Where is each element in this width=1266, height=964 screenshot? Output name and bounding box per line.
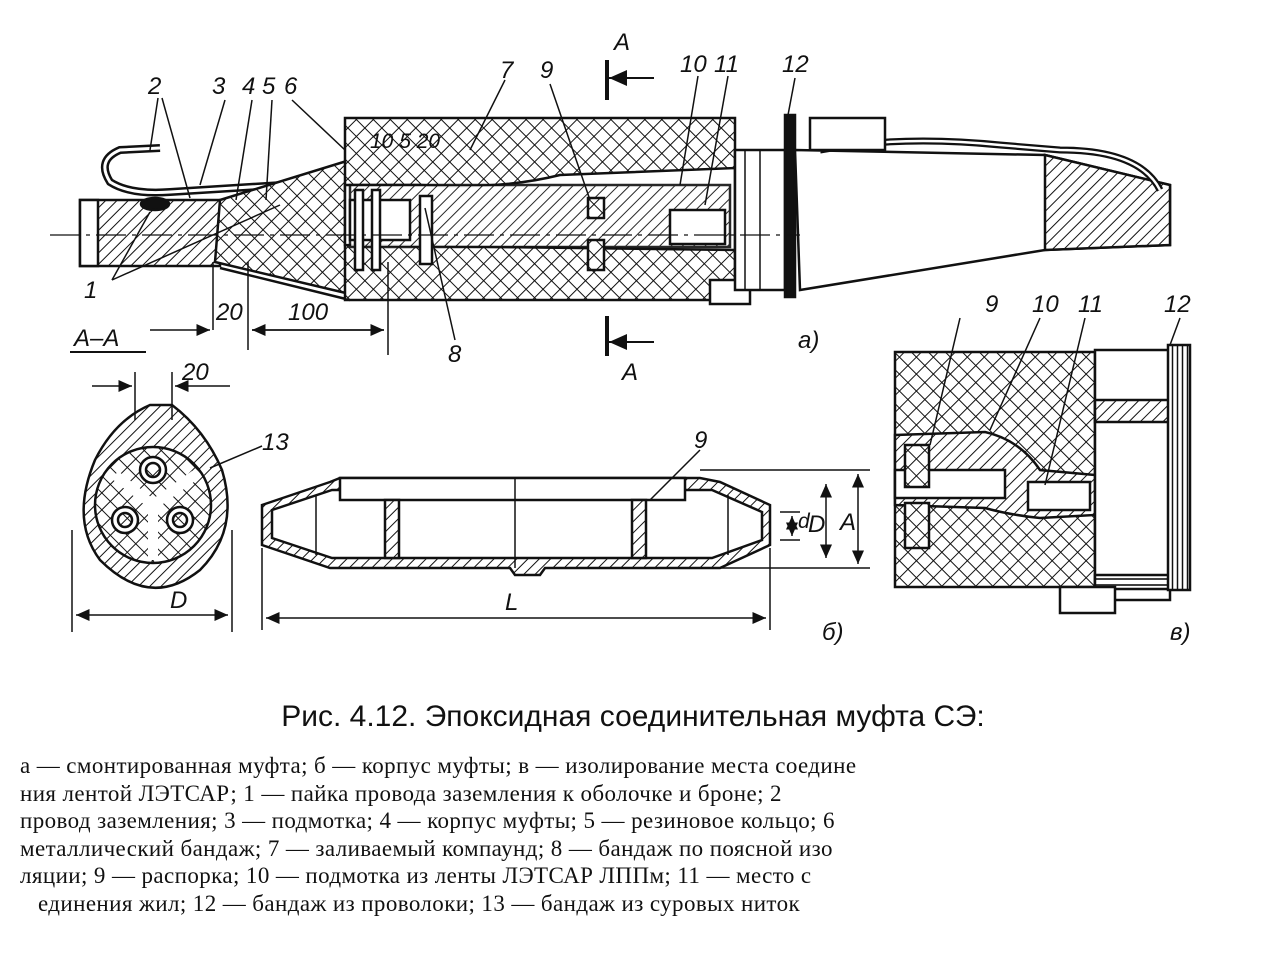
spacer <box>586 196 606 220</box>
spacer <box>903 501 931 550</box>
callout-8: 8 <box>448 341 462 368</box>
callout-7: 7 <box>500 57 515 84</box>
panel-label-a: а) <box>798 327 819 354</box>
wire-bandage <box>783 113 797 299</box>
callout-2: 2 <box>147 73 161 100</box>
view-a-assembled-coupling <box>50 60 1172 356</box>
view-b-coupling-body <box>260 449 870 630</box>
callout-9: 9 <box>540 57 553 84</box>
view-a-labels: 2 3 4 5 6 7 9 10 11 12 1 8 10 5 20 А А 2… <box>72 29 819 386</box>
detail-callout-9: 9 <box>985 291 998 318</box>
section-dim-diameter: D <box>170 587 187 614</box>
spacer <box>630 498 648 560</box>
dim-20-a: 20 <box>215 299 243 326</box>
cone-housing-left <box>213 158 352 296</box>
legend-line: единения жил; 12 — бандаж из проволоки; … <box>38 890 801 916</box>
legend-line: ния лентой ЛЭТСАР; 1 — пайка провода заз… <box>20 780 782 806</box>
dim-L: L <box>505 589 518 616</box>
panel-label-v: в) <box>1170 619 1191 646</box>
dim-100: 100 <box>288 299 329 326</box>
dim-d: d <box>798 510 811 533</box>
spacer <box>903 443 931 489</box>
callout-5: 5 <box>262 73 276 100</box>
detail-callout-11: 11 <box>1078 291 1103 318</box>
inner-dims-label: 10 5 20 <box>370 130 440 153</box>
section-label: А–А <box>72 325 119 352</box>
callout-12: 12 <box>782 51 809 78</box>
callout-4: 4 <box>242 73 255 100</box>
legend-line: металлический бандаж; 7 — заливаемый ком… <box>20 835 833 861</box>
legend-line: провод заземления; 3 — подмотка; 4 — кор… <box>20 808 835 833</box>
dim-A: A <box>838 509 856 536</box>
figure-caption: Рис. 4.12. Эпоксидная соединительная муф… <box>281 700 985 733</box>
detail-callout-10: 10 <box>1032 291 1059 318</box>
coupling-drawing: 2 3 4 5 6 7 9 10 11 12 1 8 10 5 20 А А 2… <box>50 29 1192 646</box>
dim-D-body: D <box>808 511 825 538</box>
figure-legend: а — смонтированная муфта; б — корпус муф… <box>20 752 1210 917</box>
legend-line: а — смонтированная муфта; б — корпус муф… <box>20 753 857 778</box>
spacer <box>383 498 401 560</box>
section-letter-top: А <box>612 29 630 56</box>
callout-6: 6 <box>284 73 298 100</box>
callout-10: 10 <box>680 51 707 78</box>
spacer <box>586 238 606 272</box>
view-v-insulation-detail <box>893 317 1192 615</box>
callout-1: 1 <box>84 277 97 304</box>
section-letter-bottom: А <box>620 359 638 386</box>
section-a-a <box>71 372 263 632</box>
legend-line: ляции; 9 — распорка; 10 — подмотка из ле… <box>20 863 812 888</box>
detail-callout-12: 12 <box>1164 291 1191 318</box>
wire-bandage-detail <box>1166 343 1192 592</box>
callout-11: 11 <box>714 51 739 78</box>
panel-label-b: б) <box>822 619 844 646</box>
callout-13: 13 <box>262 429 289 456</box>
callout-3: 3 <box>212 73 226 100</box>
section-dim-width: 20 <box>181 359 209 386</box>
solder-point <box>139 196 171 212</box>
callout-9-body: 9 <box>694 427 707 454</box>
